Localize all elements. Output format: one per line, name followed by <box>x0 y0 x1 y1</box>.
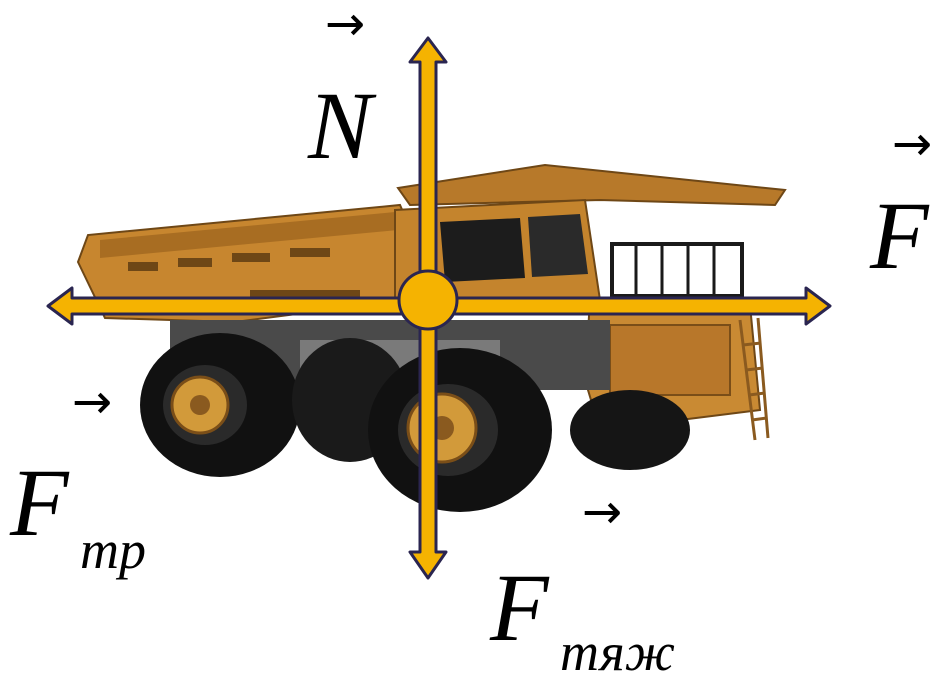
gravity-force-symbol: F <box>489 554 550 661</box>
friction-force-symbol: F <box>9 449 70 556</box>
normal-force-label: → N <box>307 0 377 179</box>
normal-force-symbol: N <box>307 72 377 179</box>
gravity-force-subscript: тяж <box>560 622 675 675</box>
normal-force-vector-mark: → <box>325 0 365 52</box>
traction-force-symbol: F <box>869 182 930 289</box>
force-arrows <box>46 36 832 580</box>
traction-force-vector-mark: → <box>892 116 932 172</box>
gravity-force-label: → F тяж <box>489 484 675 675</box>
center-of-mass-dot <box>397 269 459 331</box>
truck-bed-slots <box>128 248 360 298</box>
truck-bed-side <box>100 212 398 258</box>
truck-window <box>440 218 525 282</box>
friction-force-label: → F тр <box>9 374 146 580</box>
gravity-force-vector-mark: → <box>582 484 622 540</box>
truck-wheel-rear <box>140 333 300 477</box>
friction-force-subscript: тр <box>80 520 146 580</box>
truck-grille <box>609 324 731 396</box>
truck-canopy <box>396 163 787 207</box>
truck-railing <box>610 242 744 298</box>
truck-ladder <box>738 317 770 441</box>
traction-force-label: → F <box>869 116 932 289</box>
truck-wheel-front <box>368 348 552 512</box>
friction-force-vector-mark: → <box>72 374 112 430</box>
truck-wheel-front-right <box>570 390 690 470</box>
truck-window <box>528 214 588 277</box>
